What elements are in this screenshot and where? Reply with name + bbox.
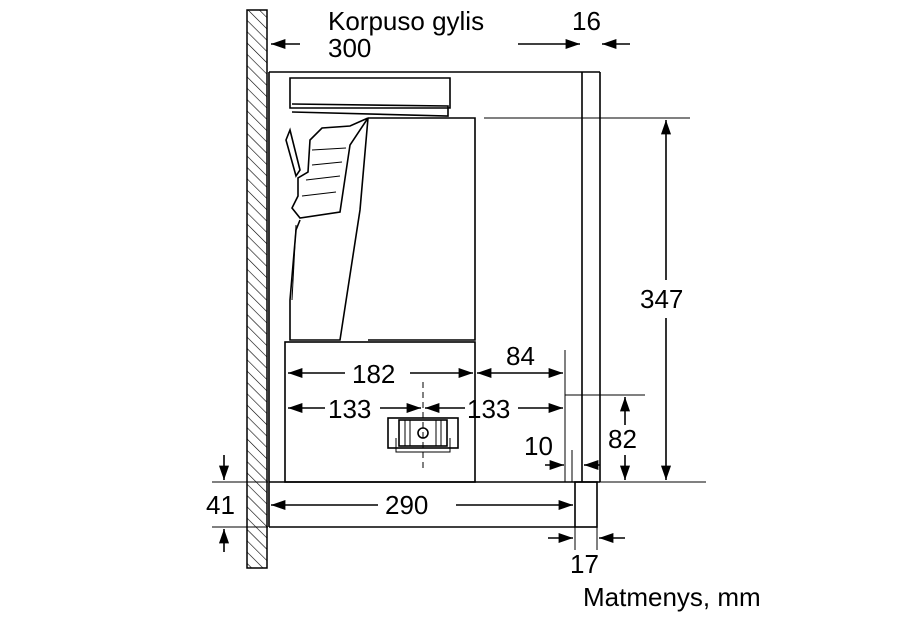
dim-front-panel-17 xyxy=(548,527,625,550)
dim-offset-10-label: 10 xyxy=(524,431,553,461)
dim-height-347-label: 347 xyxy=(640,284,683,314)
dim-top-panel-label: 16 xyxy=(572,6,601,36)
cabinet-depth-label: Korpuso gylis xyxy=(328,6,484,36)
dim-front-panel-17-label: 17 xyxy=(570,549,599,579)
wall-hatched xyxy=(246,9,268,569)
dim-height-347 xyxy=(484,117,706,483)
dim-width-182-label: 182 xyxy=(352,359,395,389)
cabinet-depth-value: 300 xyxy=(328,33,371,63)
dim-base-41-label: 41 xyxy=(206,490,235,520)
dim-right-133-label: 133 xyxy=(467,394,510,424)
dim-base-41 xyxy=(212,455,268,552)
dim-left-133-label: 133 xyxy=(328,394,371,424)
dim-base-290-label: 290 xyxy=(385,490,428,520)
units-caption: Matmenys, mm xyxy=(583,582,761,612)
dim-offset-10 xyxy=(545,450,600,482)
dim-front-84-label: 84 xyxy=(506,341,535,371)
dim-height-82 xyxy=(565,394,645,480)
dim-front-84 xyxy=(477,350,566,482)
filter-handle-symbol xyxy=(387,382,459,470)
dim-height-82-label: 82 xyxy=(608,424,637,454)
hood-body xyxy=(284,77,476,483)
